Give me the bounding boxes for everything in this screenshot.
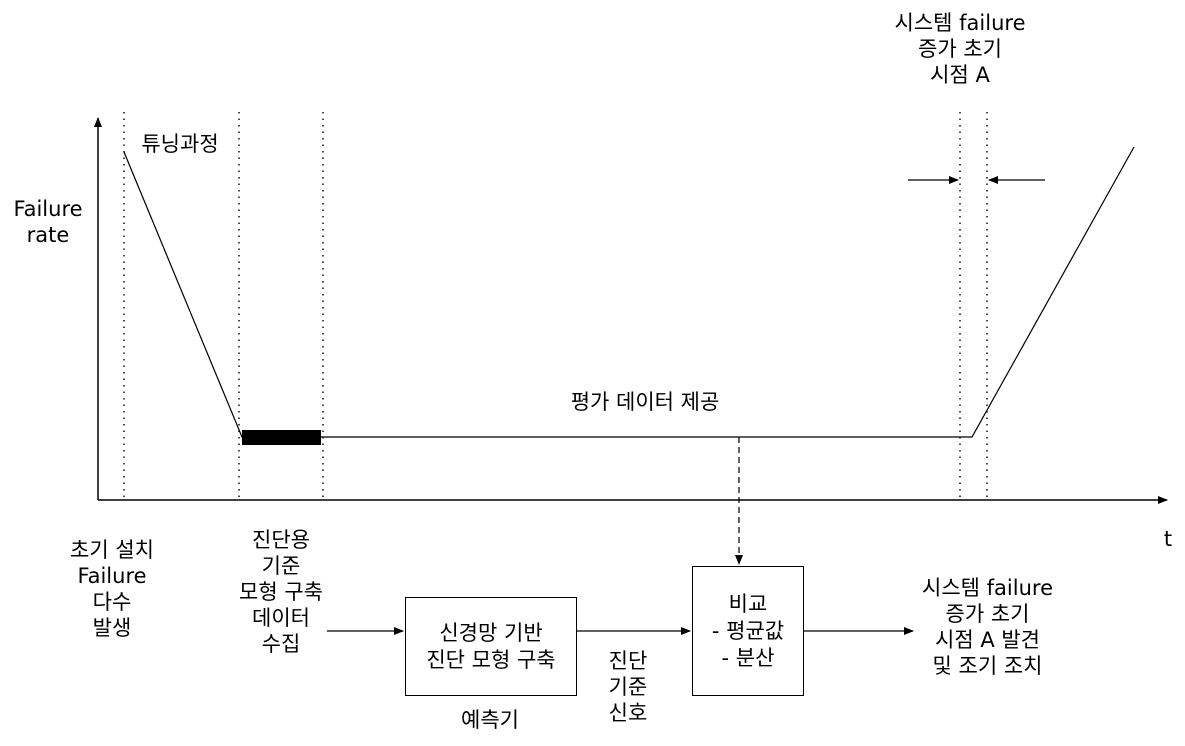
predictor-caption: 예측기 bbox=[430, 707, 550, 733]
predictor-box-line: 신경망 기반 bbox=[439, 620, 543, 645]
tuning-label: 튜닝과정 bbox=[130, 131, 230, 157]
onset-label: 시스템 failure 증가 초기 시점 A bbox=[880, 10, 1040, 88]
diagnostic-signal-line: 신호 bbox=[608, 701, 648, 725]
onset-label-line: 증가 초기 bbox=[918, 37, 1002, 61]
predictor-box: 신경망 기반 진단 모형 구축 bbox=[405, 597, 577, 696]
onset-label-line: 시스템 failure bbox=[894, 11, 1026, 35]
data-collection-label: 진단용 기준 모형 구축 데이터 수집 bbox=[216, 527, 346, 657]
y-axis-label-line: rate bbox=[26, 223, 70, 247]
compare-box-line: 비교 bbox=[728, 591, 768, 616]
result-label-line: 시스템 failure bbox=[922, 576, 1053, 600]
onset-label-line: 시점 A bbox=[930, 63, 990, 87]
initial-install-line: 발생 bbox=[92, 616, 132, 640]
diagnostic-signal-line: 진단 bbox=[608, 649, 648, 673]
result-label-line: 증가 초기 bbox=[945, 602, 1030, 626]
initial-install-line: 다수 bbox=[92, 590, 132, 614]
x-axis-label: t bbox=[1158, 526, 1178, 552]
compare-box: 비교 - 평균값 - 분산 bbox=[692, 566, 804, 696]
y-axis-label: Failure rate bbox=[4, 196, 92, 248]
failure-rate-curve bbox=[123, 146, 1135, 438]
data-collection-line: 기준 bbox=[261, 554, 301, 578]
x-axis-label-text: t bbox=[1163, 527, 1173, 551]
initial-install-line: 초기 설치 bbox=[70, 538, 154, 562]
predictor-caption-text: 예측기 bbox=[461, 708, 519, 732]
predictor-box-line: 진단 모형 구축 bbox=[426, 647, 556, 672]
y-axis-label-line: Failure bbox=[13, 197, 83, 221]
initial-install-line: Failure bbox=[77, 564, 147, 588]
tuning-label-text: 튜닝과정 bbox=[141, 132, 219, 156]
result-label-line: 및 조기 조치 bbox=[932, 654, 1043, 678]
eval-data-label: 평가 데이터 제공 bbox=[550, 389, 740, 415]
data-collection-line: 모형 구축 bbox=[239, 580, 323, 604]
compare-box-line: - 평균값 bbox=[711, 618, 785, 643]
diagnostic-signal-line: 기준 bbox=[608, 675, 648, 699]
compare-box-line: - 분산 bbox=[721, 645, 775, 670]
result-label-line: 시점 A 발견 bbox=[935, 628, 1040, 652]
data-collection-line: 수집 bbox=[261, 632, 301, 656]
result-label: 시스템 failure 증가 초기 시점 A 발견 및 조기 조치 bbox=[905, 575, 1070, 679]
data-collection-line: 진단용 bbox=[252, 528, 310, 552]
diagnostic-data-bar bbox=[242, 430, 321, 445]
data-collection-line: 데이터 bbox=[252, 606, 310, 630]
eval-data-label-text: 평가 데이터 제공 bbox=[570, 390, 720, 414]
diagnostic-signal-label: 진단 기준 신호 bbox=[588, 648, 668, 726]
initial-install-label: 초기 설치 Failure 다수 발생 bbox=[52, 537, 172, 641]
